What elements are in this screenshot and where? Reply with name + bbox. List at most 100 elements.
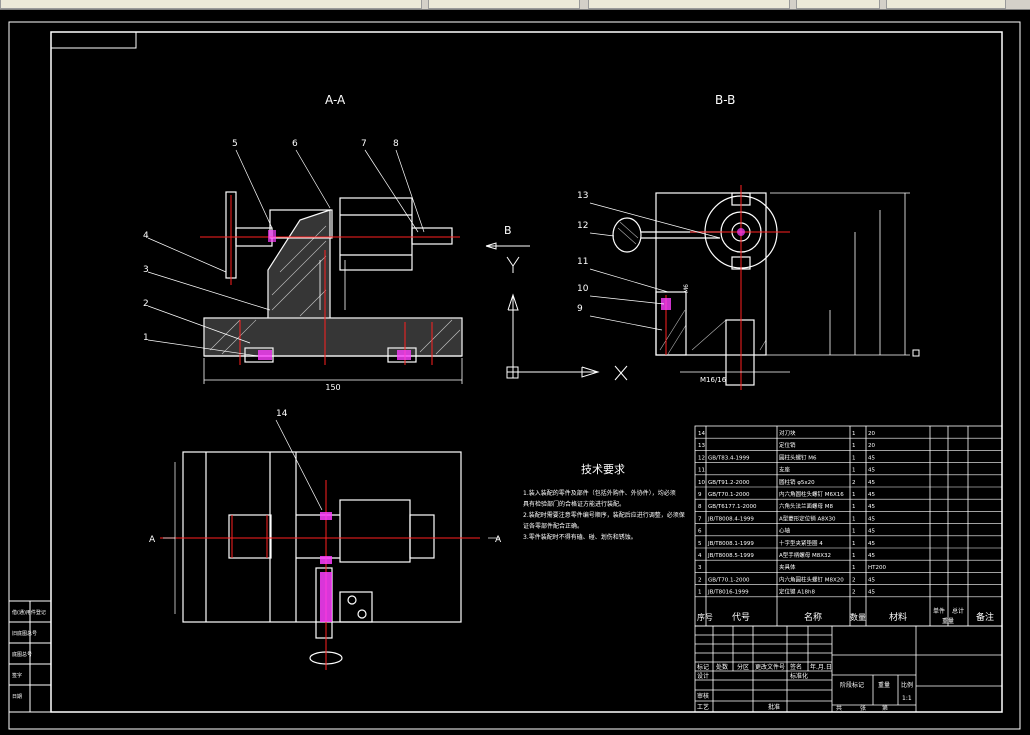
- bom-no-14: 14: [698, 431, 705, 437]
- bom-h-code: 代号: [732, 612, 750, 623]
- bom-h-name: 名称: [804, 611, 822, 623]
- tb-doc: 更改文件号: [755, 663, 785, 671]
- bom-mat-6: 45: [868, 529, 875, 535]
- bom-code-12: GB/T83.4-1999: [708, 455, 750, 461]
- tech-line-3: 2.装配时需要注意零件编号顺序，装配后应进行调整，必须保: [523, 511, 685, 519]
- tb-count: 处数: [716, 663, 728, 671]
- tb-approve: 批准: [768, 703, 780, 711]
- callout-12: 12: [577, 221, 588, 231]
- bom-qty-13: 1: [852, 443, 856, 449]
- toolbar-left[interactable]: [0, 0, 422, 9]
- bom-h-mat: 材料: [889, 611, 907, 623]
- view-bb: [589, 185, 920, 390]
- callout-13: 13: [577, 191, 588, 201]
- ucs-icon: [485, 242, 628, 381]
- bom-mat-12: 45: [868, 455, 875, 461]
- code-box: [50, 31, 137, 49]
- tb-total: 共: [836, 704, 842, 712]
- bom-h-no: 序号: [697, 612, 713, 622]
- bom-name-11: 支座: [779, 466, 791, 474]
- bom-name-4: A型手柄螺母 M8X32: [779, 551, 831, 559]
- plotstyle-dropdown[interactable]: [886, 0, 1006, 9]
- bom-qty-9: 1: [852, 492, 856, 498]
- bom-code-9: GB/T70.1-2000: [708, 492, 750, 498]
- section-a-right: A: [495, 535, 502, 545]
- strip-4: 签字: [12, 672, 22, 679]
- callout-3: 3: [143, 265, 149, 275]
- linetype-dropdown[interactable]: [588, 0, 790, 9]
- bom-name-7: A型菱形定位销 A8X30: [779, 514, 836, 522]
- tb-design: 设计: [697, 672, 709, 680]
- bom-mat-5: 45: [868, 541, 875, 547]
- bom-qty-1: 2: [852, 590, 856, 596]
- drawing-canvas[interactable]: A-A B-B: [0, 10, 1030, 735]
- bom-qty-11: 1: [852, 468, 856, 474]
- bom-no-4: 4: [698, 553, 702, 559]
- lineweight-dropdown[interactable]: [796, 0, 880, 9]
- bom-no-9: 9: [698, 492, 702, 498]
- callout-14: 14: [276, 409, 288, 419]
- section-a-left: A: [149, 535, 156, 545]
- bom-code-8: GB/T6177.1-2000: [708, 504, 757, 510]
- bom-no-13: 13: [698, 443, 705, 449]
- tb-zone: 分区: [737, 663, 749, 671]
- bom-name-12: 圆柱头螺钉 M6: [779, 453, 817, 461]
- tech-line-1: 1.装入装配的零件及部件（包括外购件、外协件），均必须: [523, 489, 676, 497]
- bom-name-2: 内六角圆柱头螺钉 M8X20: [779, 575, 844, 583]
- bom-code-4: JB/T8008.5-1999: [707, 553, 754, 559]
- bom-code-1: JB/T8016-1999: [707, 590, 749, 596]
- bom-mat-10: 45: [868, 480, 875, 486]
- callout-1: 1: [143, 333, 149, 343]
- bom-no-12: 12: [698, 455, 705, 461]
- bom-mat-11: 45: [868, 468, 875, 474]
- bom-no-2: 2: [698, 577, 702, 583]
- inner-frame: [50, 31, 1003, 713]
- bom-h-unit: 单件: [933, 607, 945, 615]
- outer-frame: [8, 21, 1021, 730]
- bom-no-3: 3: [698, 565, 702, 571]
- dim-bb-note: M6: [683, 284, 690, 293]
- bom-name-3: 夹具体: [779, 563, 796, 571]
- bom-mat-3: HT200: [868, 565, 886, 571]
- tb-sign: 签名: [790, 663, 802, 671]
- cad-toolbar: [0, 0, 1030, 10]
- bom-qty-2: 2: [852, 577, 856, 583]
- tb-stage: 阶段标记: [840, 681, 864, 689]
- bom-name-5: 十字型夹紧垫圈 4: [779, 539, 823, 547]
- tb-craft: 工艺: [697, 703, 709, 711]
- bom-name-13: 定位销: [779, 441, 796, 449]
- tb-scale: 比例: [901, 681, 913, 689]
- bom-h-weight: 重量: [942, 617, 954, 625]
- bom-mat-9: 45: [868, 492, 875, 498]
- tech-line-5: 3.零件装配时不得有磕、碰、划伤和锈蚀。: [523, 533, 637, 541]
- bom-code-2: GB/T70.1-2000: [708, 577, 750, 583]
- tb-scale-val: 1:1: [902, 695, 912, 702]
- bom-no-6: 6: [698, 529, 702, 535]
- callout-10: 10: [577, 284, 589, 294]
- layer-dropdown[interactable]: [428, 0, 580, 9]
- bom-mat-7: 45: [868, 516, 875, 522]
- bom-name-9: 内六角圆柱头螺钉 M6X16: [779, 490, 844, 498]
- axis-b-label: B: [504, 224, 512, 237]
- bom-qty-8: 1: [852, 504, 856, 510]
- bom-code-7: JB/T8008.4-1999: [707, 516, 754, 522]
- section-bb-label: B-B: [715, 93, 735, 107]
- dim-bb-bottom: M16/16: [700, 376, 727, 384]
- tb-review: 审核: [697, 692, 709, 700]
- strip-5: 日期: [12, 694, 22, 700]
- bom-no-11: 11: [698, 468, 705, 474]
- bom-mat-13: 20: [868, 443, 875, 449]
- bom-h-note: 备注: [976, 611, 994, 623]
- bom-mat-8: 45: [868, 504, 875, 510]
- callout-2: 2: [143, 299, 149, 309]
- bom-mat-1: 45: [868, 590, 875, 596]
- bom-qty-7: 1: [852, 516, 856, 522]
- bom-qty-14: 1: [852, 431, 856, 437]
- tb-sheet: 张: [860, 704, 866, 712]
- strip-3: 底图总号: [12, 651, 32, 658]
- bom-qty-4: 1: [852, 553, 856, 559]
- bom-qty-12: 1: [852, 455, 856, 461]
- bom-qty-6: 1: [852, 529, 856, 535]
- bom-no-8: 8: [698, 504, 702, 510]
